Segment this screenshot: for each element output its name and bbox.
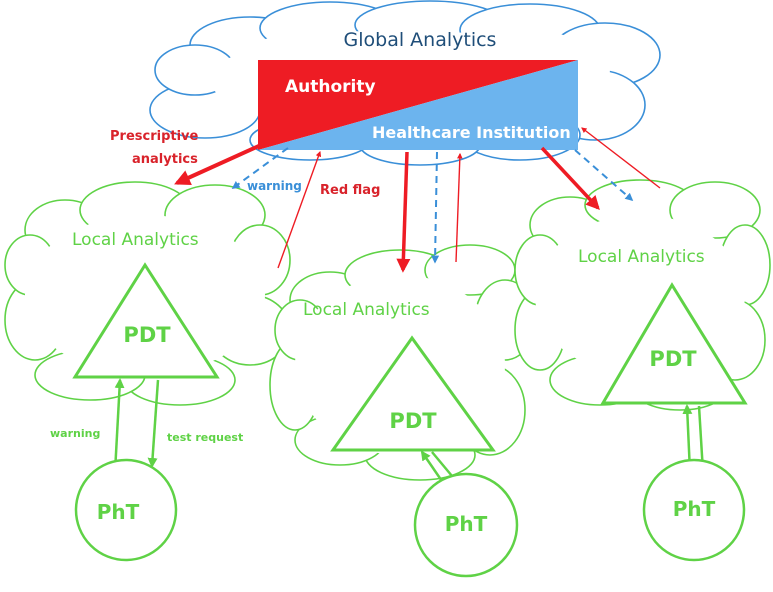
- pht-circle-1: [74, 458, 178, 562]
- pht-circle-2: [413, 472, 519, 578]
- red-flag-label: Red flag: [320, 183, 380, 198]
- pdt-triangle-2: [330, 335, 496, 452]
- pdt-label-1: PDT: [123, 323, 171, 347]
- warning-arrow-right: [574, 149, 634, 202]
- local-analytics-label-3: Local Analytics: [578, 247, 705, 267]
- test-request-label: test request: [167, 431, 243, 444]
- pht-circle-3: [642, 458, 746, 562]
- prescriptive-label-line1: Prescriptive: [110, 129, 199, 144]
- pdt-label-2: PDT: [389, 409, 437, 433]
- warning-arrow-middle: [431, 151, 440, 264]
- local-analytics-label-1: Local Analytics: [72, 230, 199, 250]
- pht-label-3: PhT: [673, 497, 716, 521]
- global-analytics-title: Global Analytics: [344, 29, 497, 51]
- up-arrow-right: [581, 127, 661, 189]
- down-arrow-middle: [396, 151, 411, 273]
- pdt-triangle-1: [72, 262, 220, 379]
- healthcare-institution-label: Healthcare Institution: [372, 123, 571, 142]
- pht-label-2: PhT: [445, 512, 488, 536]
- prescriptive-label-line2: analytics: [132, 152, 198, 167]
- pdt-triangle-3: [600, 282, 748, 405]
- prescriptive-arrow: [174, 138, 273, 186]
- central-box: [258, 60, 578, 150]
- pdt-to-pht-arrow-1: [147, 379, 160, 468]
- pdt-label-3: PDT: [649, 347, 697, 371]
- authority-label: Authority: [285, 77, 376, 97]
- warning-label-green: warning: [50, 427, 100, 440]
- warning-label: warning: [247, 179, 302, 193]
- local-analytics-label-2: Local Analytics: [303, 300, 430, 320]
- pht-to-pdt-arrow-1: [113, 378, 125, 473]
- down-arrow-right: [540, 146, 600, 211]
- red-flag-arrow: [277, 150, 322, 269]
- pht-label-1: PhT: [97, 500, 140, 524]
- up-arrow-middle: [455, 152, 463, 263]
